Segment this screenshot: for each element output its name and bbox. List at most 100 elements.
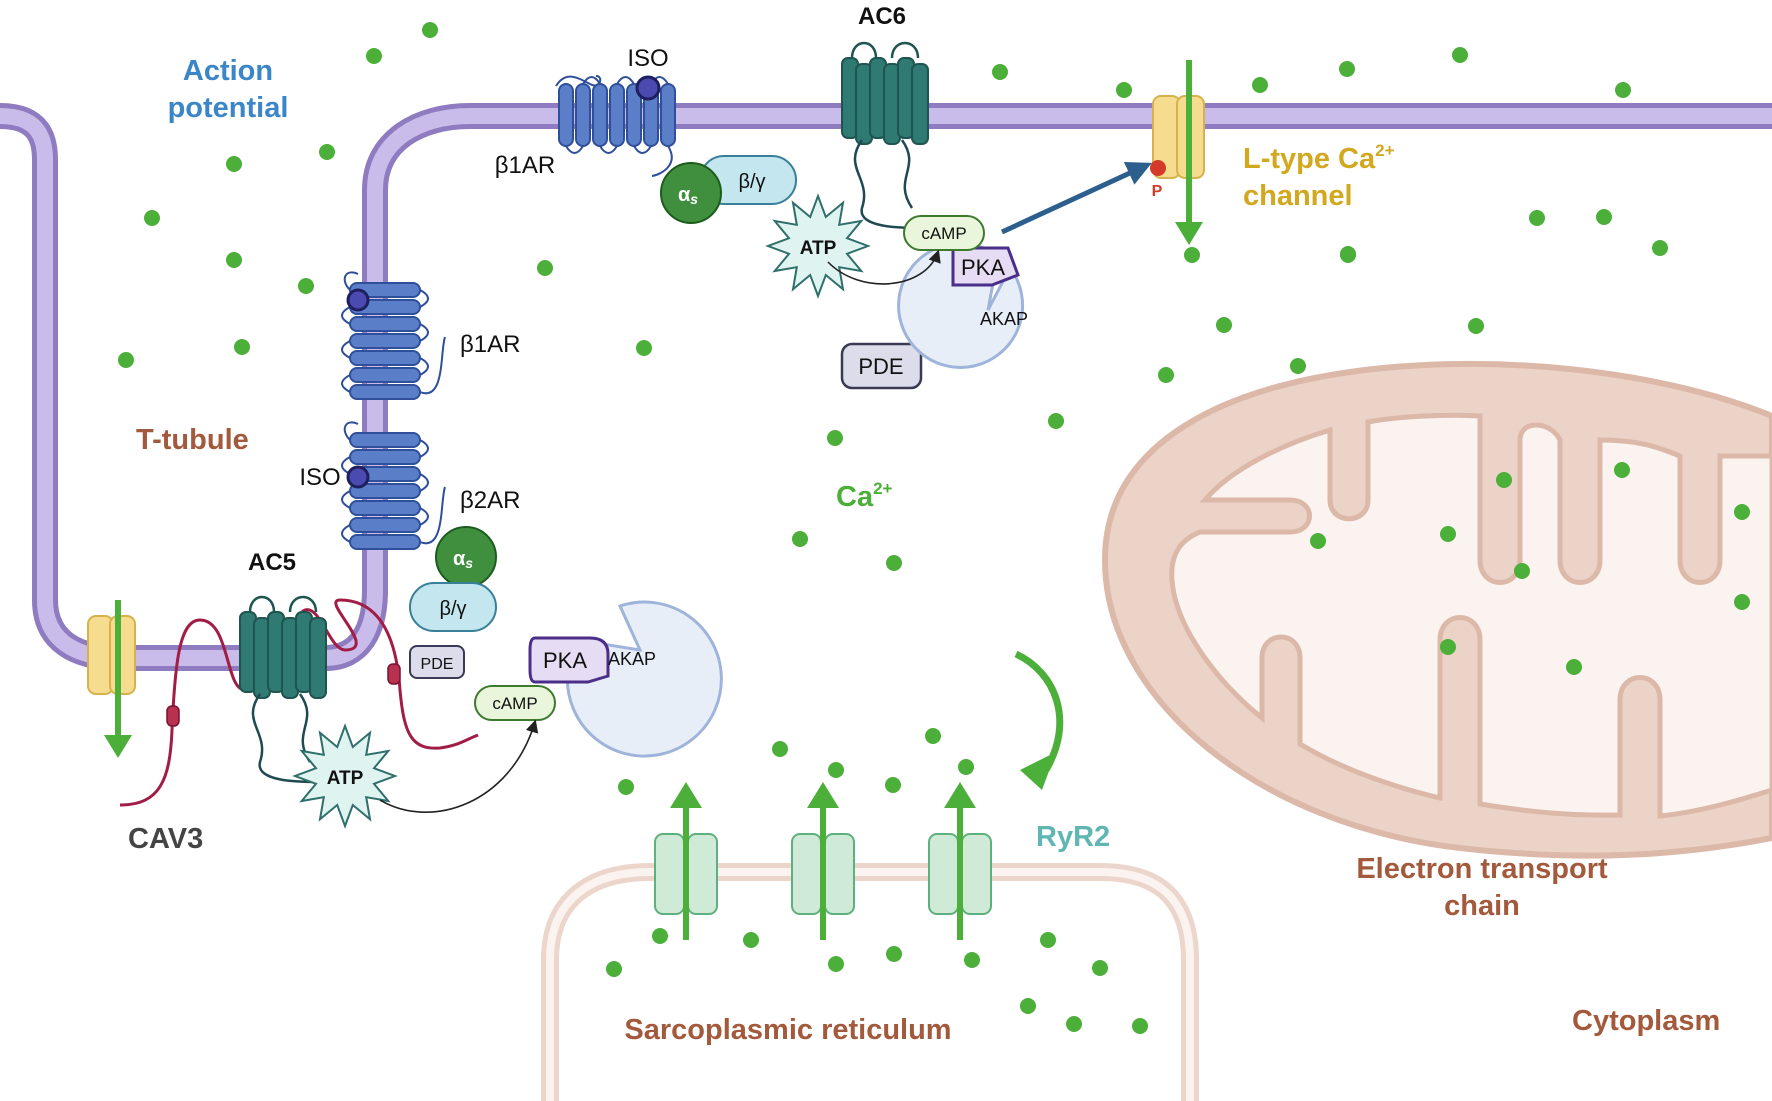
calcium-ion-dot (1092, 960, 1108, 976)
atp-to-camp-arrow-top (827, 249, 941, 285)
cav3-marker-right (387, 663, 401, 685)
pka-phosphorylation-arrow (1000, 161, 1152, 235)
ryr2-channels (654, 782, 992, 940)
calcium-ion-dot (1216, 317, 1232, 333)
akap-label-top: AKAP (980, 309, 1028, 329)
calcium-label: Ca2+ (836, 479, 893, 513)
calcium-ion-dot (1440, 639, 1456, 655)
pka-label-left: PKA (543, 648, 587, 673)
calcium-ion-dot (226, 156, 242, 172)
calcium-ion-dot (792, 531, 808, 547)
ac5-label: AC5 (248, 549, 296, 576)
cav3-caveolin (119, 598, 479, 807)
calcium-ion-dot (885, 777, 901, 793)
pde-box-large (840, 342, 923, 390)
calcium-ion-dot (1652, 240, 1668, 256)
beta-gamma-label-top: β/γ (738, 171, 765, 193)
calcium-ions (118, 22, 1750, 1034)
calcium-ion-dot (226, 252, 242, 268)
pde-label-small: PDE (421, 656, 454, 673)
pde-box-small (409, 645, 465, 679)
calcium-ion-dot (1614, 462, 1630, 478)
camp-left (474, 685, 556, 721)
calcium-ion-dot (1158, 367, 1174, 383)
beta-gamma-label-left: β/γ (439, 598, 466, 620)
plasma-membrane (0, 103, 1772, 671)
calcium-ion-dot (886, 946, 902, 962)
calcium-ion-dot (1615, 82, 1631, 98)
calcium-ion-dot (772, 741, 788, 757)
atp-star-left (292, 723, 398, 829)
beta1ar-label-tubule: β1AR (460, 331, 521, 358)
ac6-label: AC6 (858, 3, 906, 30)
beta1ar-receptor-tubule (341, 271, 446, 400)
calcium-ion-dot (1734, 504, 1750, 520)
calcium-ion-dot (1020, 998, 1036, 1014)
calcium-ion-dot (118, 352, 134, 368)
ac6-adenylyl-cyclase (841, 41, 929, 230)
phospho-label: P (1152, 183, 1163, 200)
calcium-ion-dot (652, 928, 668, 944)
calcium-ion-dot (1514, 563, 1530, 579)
calcium-ion-dot (422, 22, 438, 38)
akap-pka-left (474, 600, 723, 758)
ryr2-channel (654, 833, 685, 915)
beta2ar-label: β2AR (460, 487, 521, 514)
calcium-ion-dot (298, 278, 314, 294)
calcium-ion-dot (1339, 61, 1355, 77)
calcium-curved-arrow (1014, 650, 1064, 772)
t-tubule-label: T-tubule (136, 424, 249, 456)
ryr2-label: RyR2 (1036, 821, 1110, 853)
ltype-channel-left (87, 600, 136, 758)
sr-label: Sarcoplasmic reticulum (624, 1014, 951, 1046)
akap-pka-top (897, 215, 1025, 369)
calcium-ion-dot (1468, 318, 1484, 334)
calcium-ion-dot (992, 64, 1008, 80)
calcium-ion-dot (958, 759, 974, 775)
calcium-ion-dot (1040, 932, 1056, 948)
calcium-ion-dot (743, 932, 759, 948)
calcium-ion-dot (1596, 209, 1612, 225)
calcium-ion-dot (537, 260, 553, 276)
calcium-ion-dot (636, 340, 652, 356)
calcium-ion-dot (964, 952, 980, 968)
ltype-label: L-type Ca2+channel (1243, 141, 1395, 212)
beta1ar-label-top: β1AR (495, 152, 556, 179)
calcium-ion-dot (618, 779, 634, 795)
calcium-ion-dot (925, 728, 941, 744)
alpha-s-label-left: αs (453, 548, 473, 571)
atp-to-camp-arrow-left (379, 719, 539, 813)
calcium-ion-dot (828, 956, 844, 972)
calcium-ion-dot (1496, 472, 1512, 488)
calcium-ion-dot (1048, 413, 1064, 429)
calcium-ion-dot (1066, 1016, 1082, 1032)
iso-ligand-top (635, 75, 661, 101)
calcium-ion-dot (886, 555, 902, 571)
iso-ligand-left (346, 465, 370, 489)
camp-label-left: cAMP (492, 694, 537, 713)
pka-label-top: PKA (961, 255, 1005, 280)
calcium-ion-dot (1734, 594, 1750, 610)
calcium-ion-dot (1184, 247, 1200, 263)
calcium-ion-dot (1252, 77, 1268, 93)
cav3-label: CAV3 (128, 823, 203, 855)
atp-star-top (765, 193, 871, 299)
calcium-ion-dot (319, 144, 335, 160)
ryr2-channel (791, 833, 822, 915)
beta-gamma-left (409, 582, 497, 632)
alpha-s-top (660, 162, 722, 224)
sarcoplasmic-reticulum (541, 863, 1199, 1101)
iso-label-left: ISO (299, 464, 340, 491)
calcium-ion-dot (827, 430, 843, 446)
ltype-channel-top (1150, 60, 1205, 245)
akap-left (565, 600, 723, 758)
calcium-ion-dot (144, 210, 160, 226)
calcium-ion-dot (1340, 246, 1356, 262)
atp-label-top: ATP (800, 238, 837, 259)
calcium-ion-dot (1566, 659, 1582, 675)
calcium-ion-dot (1440, 526, 1456, 542)
cytoplasm-label: Cytoplasm (1572, 1005, 1720, 1037)
